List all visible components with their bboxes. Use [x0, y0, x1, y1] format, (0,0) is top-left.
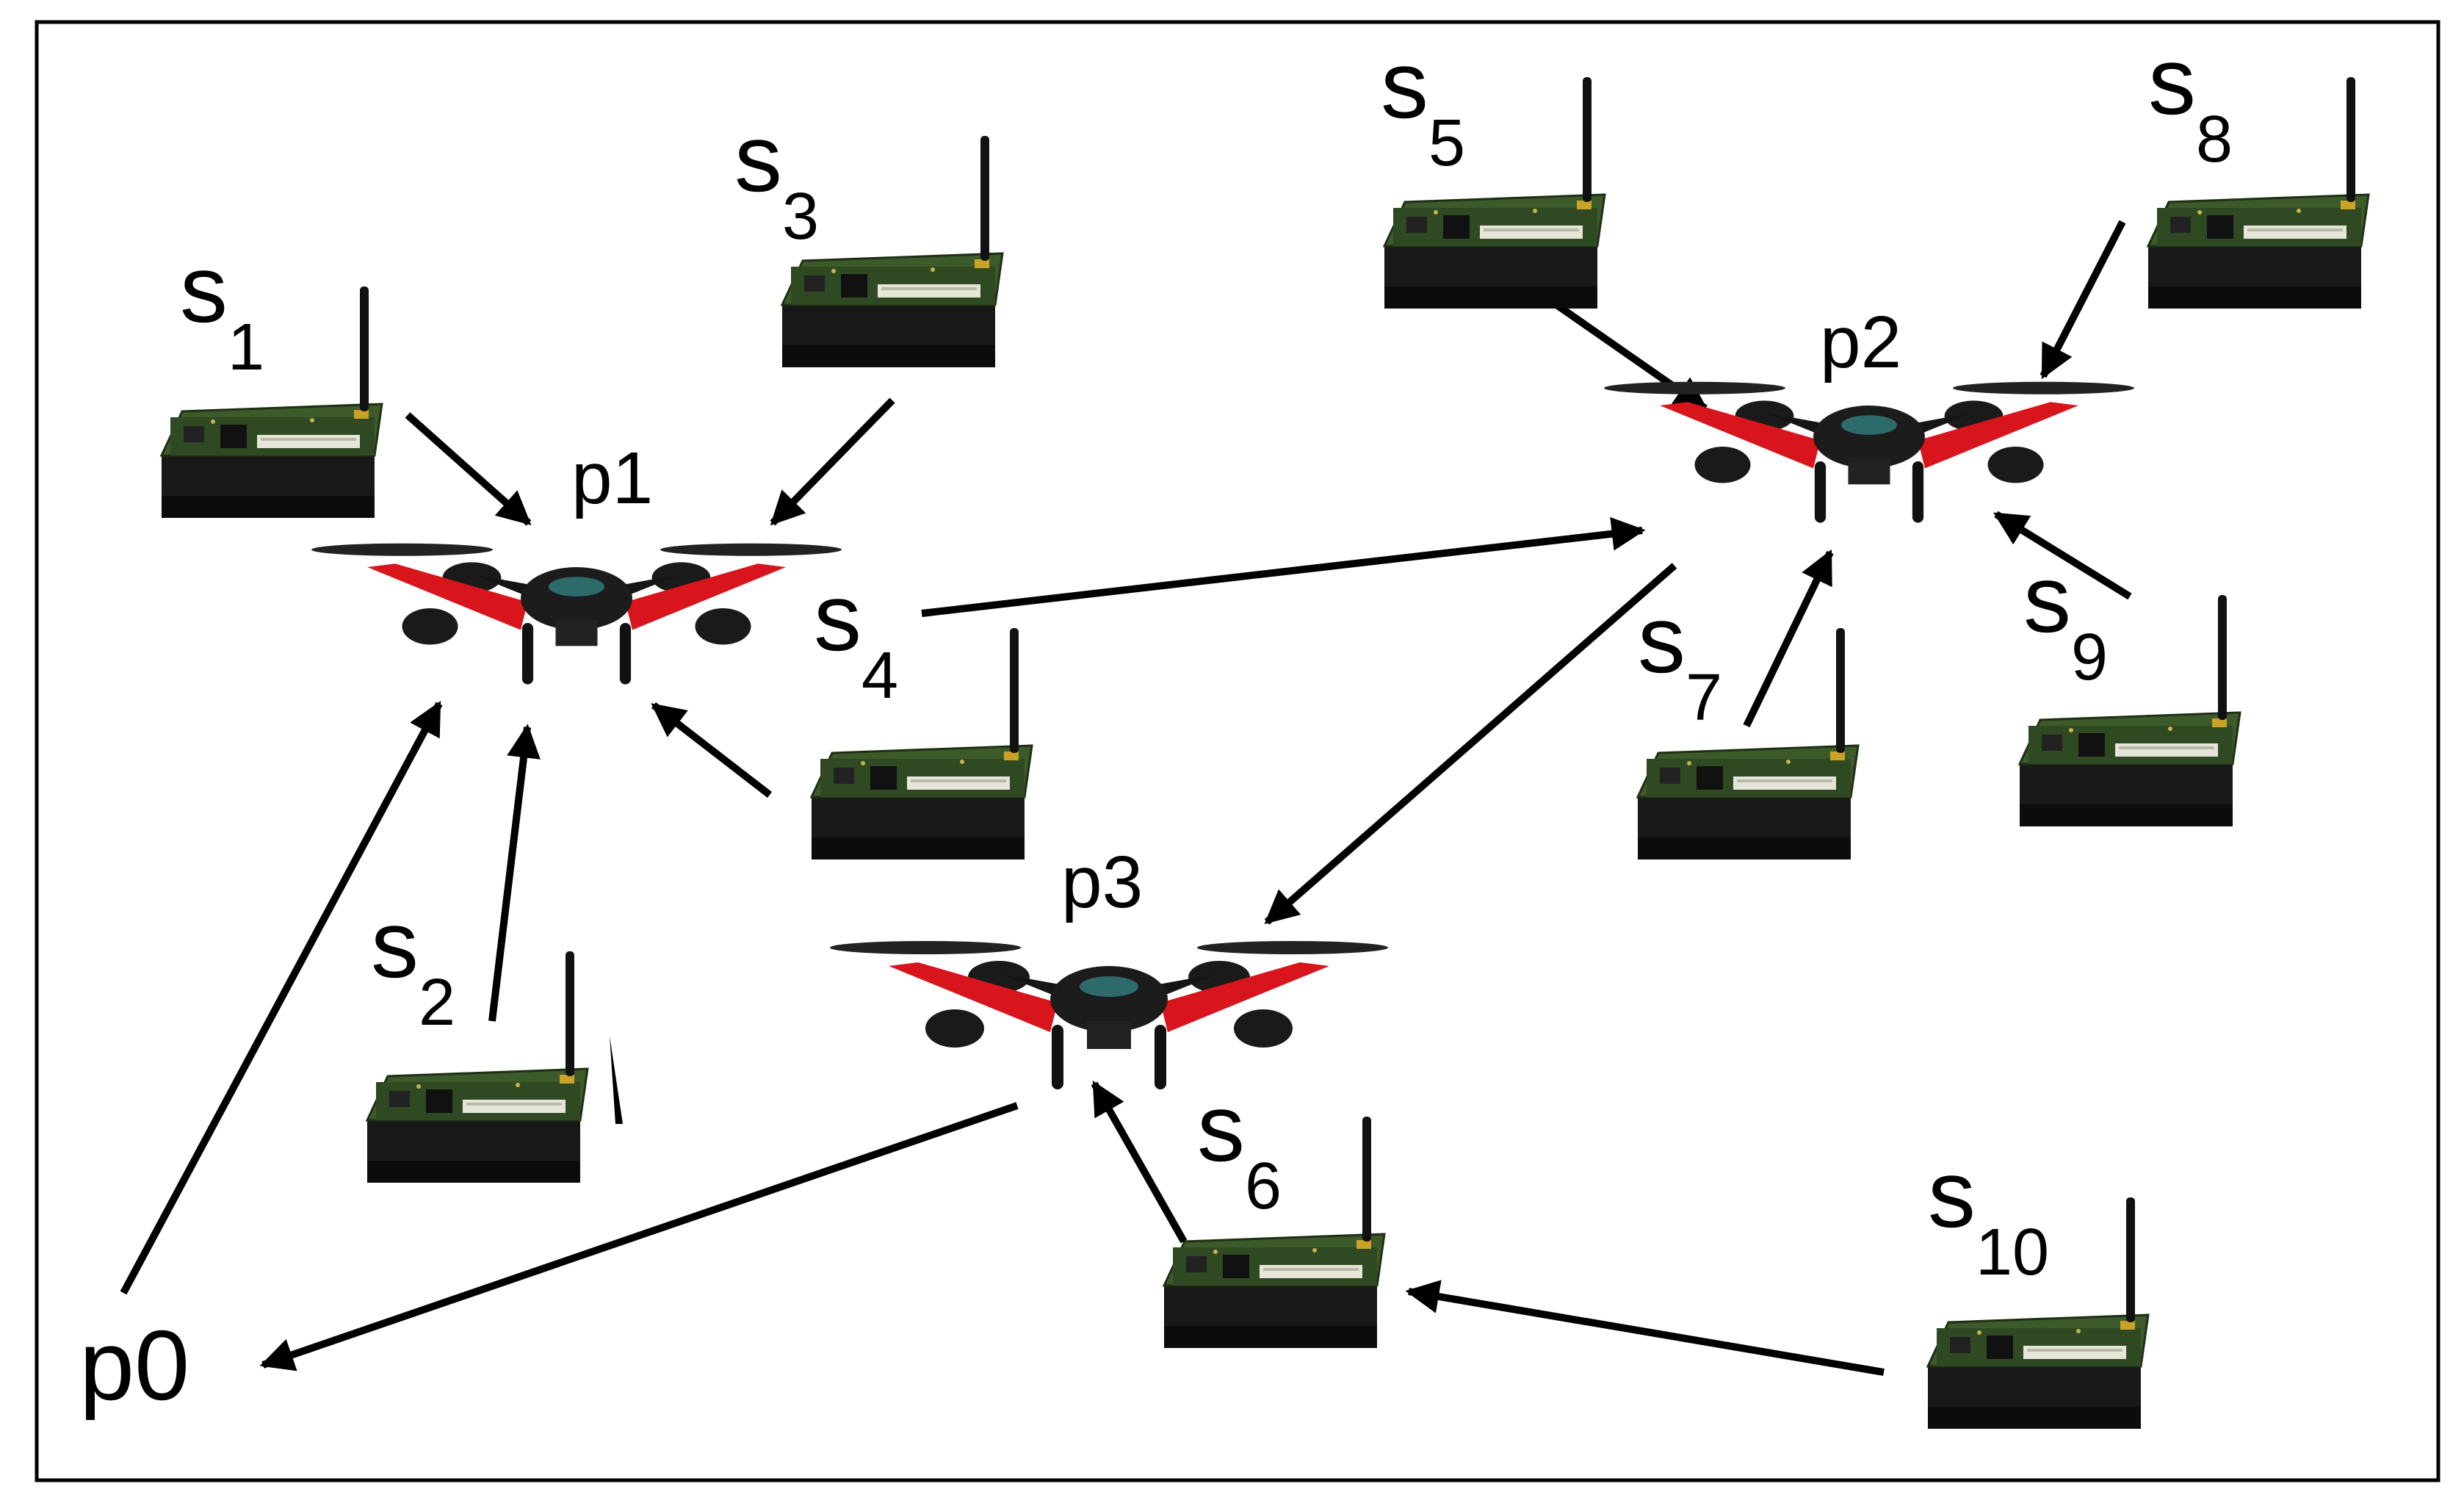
- drone-p1: [311, 543, 842, 685]
- link-s4-p1: [651, 702, 773, 798]
- link-s2-p1: [488, 724, 541, 1022]
- sensor-label-s9: s9: [2023, 545, 2108, 694]
- link-p1-p2: [921, 516, 1646, 617]
- base-station-label: p0: [79, 1310, 189, 1421]
- link-s9-p2: [1993, 511, 2132, 600]
- link-s1-p1: [405, 412, 532, 526]
- arrowhead-fragment: [610, 1036, 623, 1124]
- drone-p2: [1604, 381, 2134, 523]
- sensor-label-s10: s10: [1928, 1140, 2049, 1289]
- link-s10-s6: [1405, 1280, 1885, 1376]
- sensor-label-s5: s5: [1381, 31, 1465, 180]
- link-p2-p3: [1264, 563, 1677, 925]
- sensor-label-s1: s1: [180, 235, 264, 384]
- drone-p3: [830, 941, 1388, 1089]
- sensor-label-s3: s3: [734, 104, 819, 253]
- link-s6-p3: [1091, 1080, 1188, 1244]
- sensor-label-s7: s7: [1638, 585, 1722, 735]
- drone-label-p1: p1: [571, 437, 653, 519]
- link-s7-p2: [1743, 549, 1834, 728]
- sensor-label-s2: s2: [371, 890, 455, 1039]
- sensor-label-s4: s4: [814, 563, 898, 713]
- links: [120, 220, 2132, 1376]
- drone-label-p3: p3: [1061, 841, 1143, 923]
- link-p3-p0: [259, 1102, 1019, 1372]
- drone-label-p2: p2: [1820, 301, 1901, 383]
- link-s3-p1: [770, 397, 895, 526]
- link-p0-p1: [120, 700, 443, 1295]
- frame-border: [35, 20, 2440, 1482]
- link-s8-p2: [2040, 220, 2126, 380]
- sensor-label-s6: s6: [1197, 1074, 1282, 1223]
- sensor-label-s8: s8: [2148, 27, 2233, 176]
